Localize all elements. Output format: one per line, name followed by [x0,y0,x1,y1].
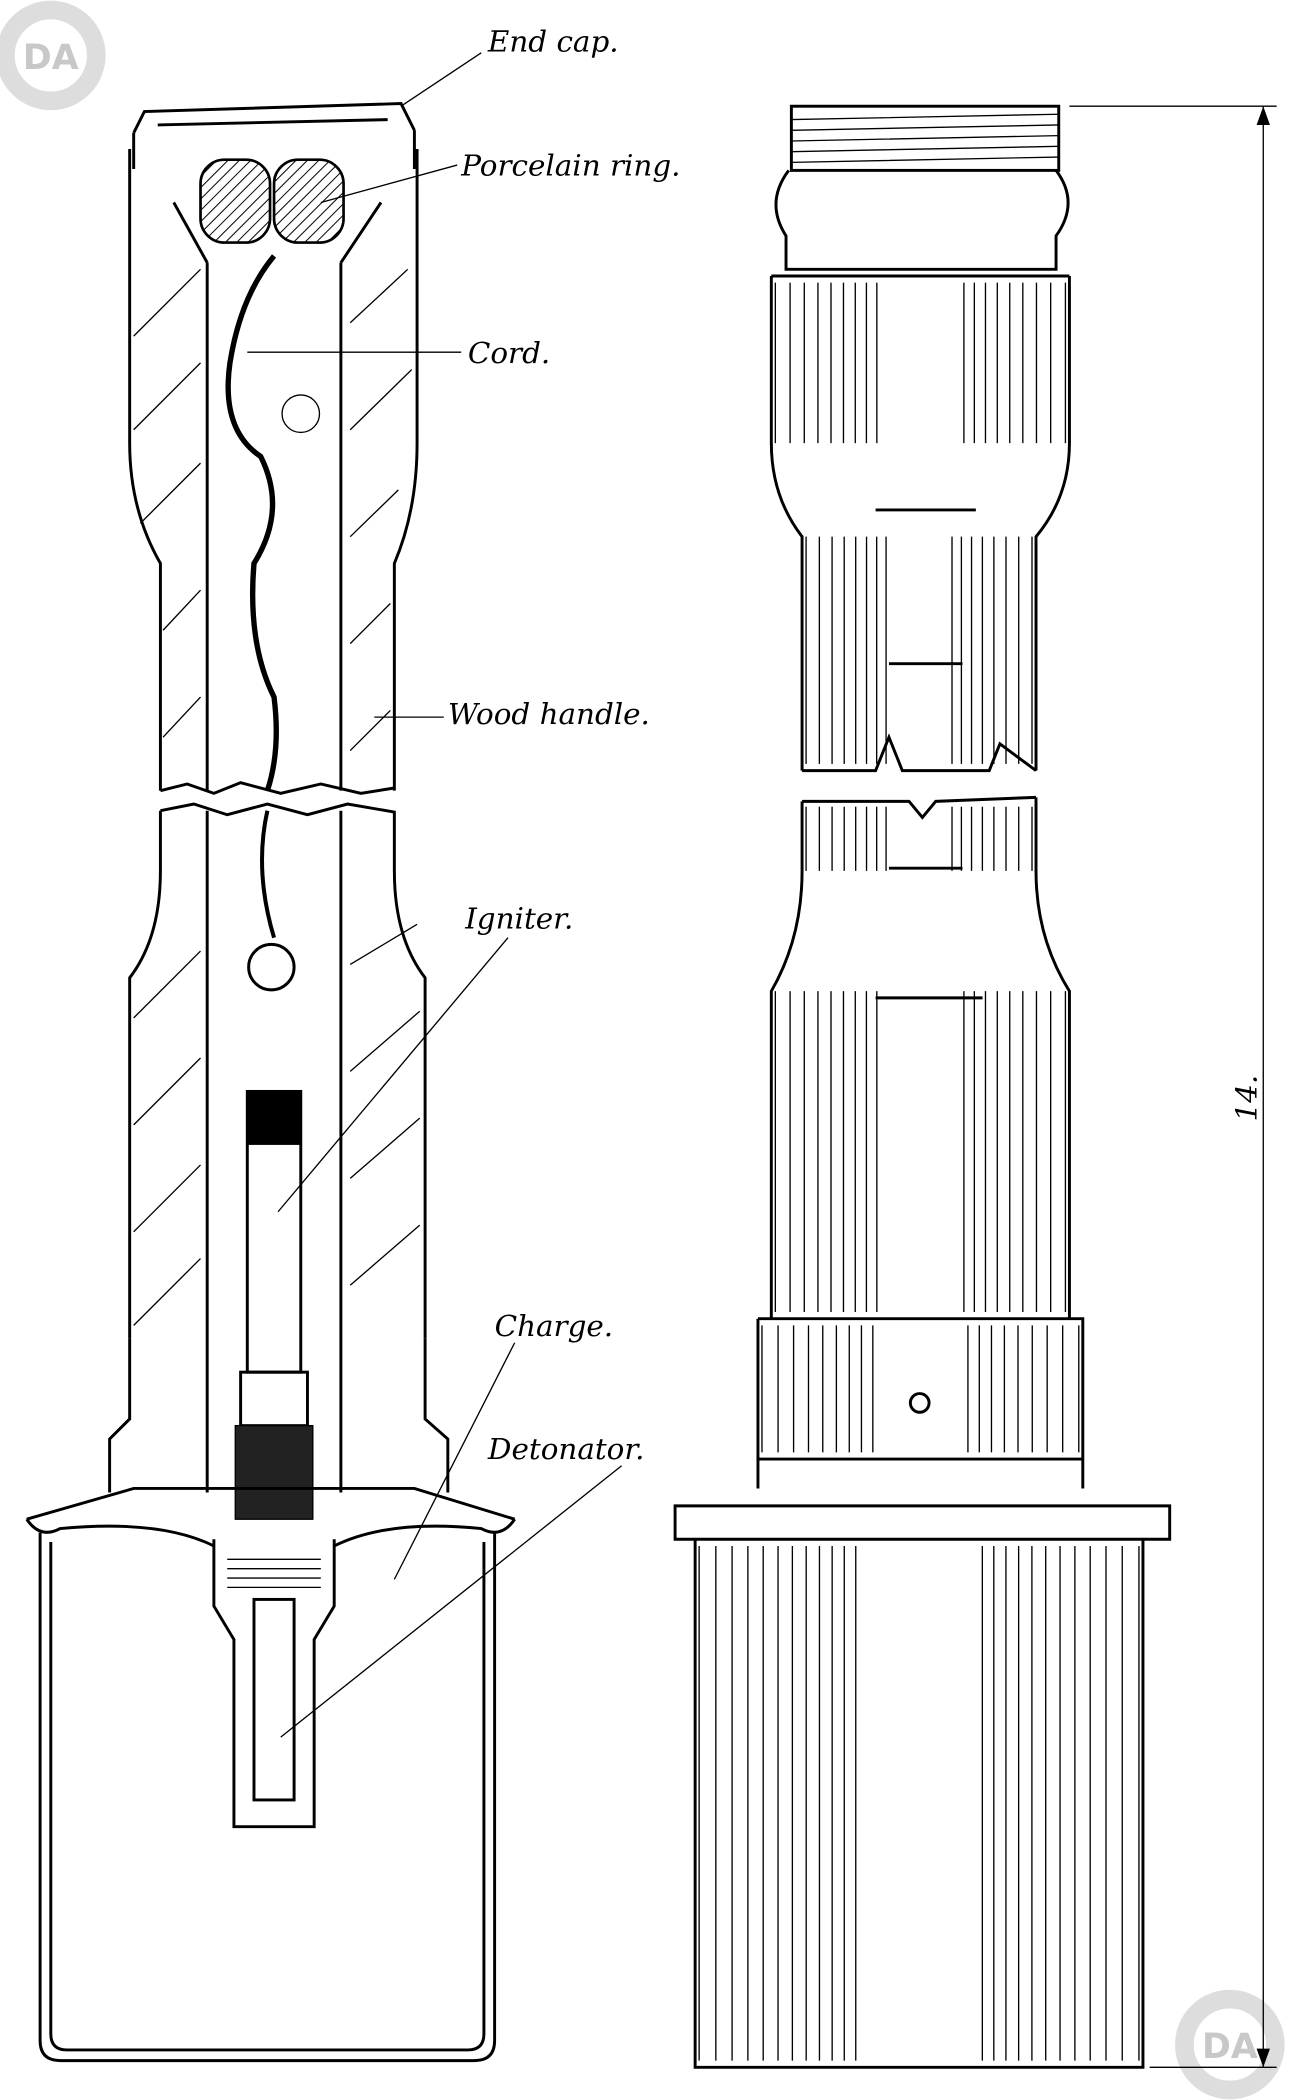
label-wood-handle: Wood handle. [448,697,650,731]
dimension-label: 14. [1230,1075,1264,1122]
upper-body [769,274,1071,771]
label-igniter: Igniter. [464,901,573,935]
wood-handle-upper [128,276,419,791]
svg-text:DA: DA [23,38,79,78]
cross-section-view [25,102,516,2063]
porcelain-ring-left [199,158,272,244]
wood-handle-lower [128,810,427,1339]
screw-head [908,1392,931,1414]
rim [673,1504,1172,1541]
label-end-cap: End cap. [487,24,619,58]
svg-text:DA: DA [1202,2027,1258,2067]
porcelain-ring-right [272,158,345,244]
thread [789,104,1061,172]
top-collar [774,169,1070,271]
igniter-bead [247,942,296,992]
label-cord: Cord. [468,336,550,370]
exterior-view: 14. [673,104,1277,2069]
end-cap [132,102,416,170]
collar-section [108,1338,450,1493]
label-charge: Charge. [495,1309,614,1343]
cord [225,254,279,792]
labels: End cap. Porcelain ring. Cord. Wood hand… [247,24,681,1738]
shading-lines [698,282,1140,2061]
detonator [252,1597,296,1802]
lower-collar [756,1317,1085,1489]
label-detonator: Detonator. [487,1432,645,1466]
label-porcelain-ring: Porcelain ring. [460,149,680,183]
watermark-top-left: DA [0,0,106,111]
watermark-bottom-right: DA [1175,1989,1285,2100]
charge-can [38,1532,497,2063]
dimension-line [1069,105,1277,2068]
can-exterior [693,1539,1145,2069]
lower-body [769,797,1071,1319]
detonator-housing [212,1539,336,1829]
